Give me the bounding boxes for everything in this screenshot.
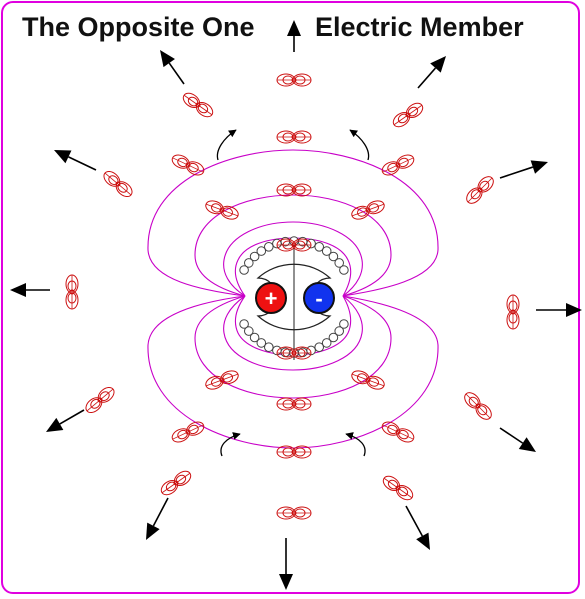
- curved-arrow-icon: [217, 130, 236, 160]
- dipole-icon: [204, 369, 240, 392]
- ring-bead: [290, 237, 299, 246]
- arrow-icon: [279, 574, 293, 590]
- arrow-shaft: [500, 428, 523, 443]
- dipole-icon: [277, 398, 311, 410]
- arrow-icon: [146, 523, 160, 540]
- curved-arrow-icon: [350, 130, 369, 160]
- dipole-icon: [277, 74, 311, 86]
- dipole-icon: [170, 419, 206, 444]
- dipole-icon: [380, 152, 416, 177]
- ring-bead: [240, 320, 249, 329]
- dipole-icon: [462, 390, 495, 423]
- dipole-icon: [464, 174, 497, 207]
- curved-arrow-icon: [346, 434, 365, 456]
- arrow-shaft: [60, 410, 84, 424]
- arrow-icon: [160, 50, 175, 67]
- dipole-icon: [83, 384, 117, 415]
- curved-arrow-icon: [221, 434, 240, 456]
- ring-bead: [315, 343, 324, 352]
- dipole-icon: [277, 131, 311, 143]
- arrow-icon: [566, 303, 582, 317]
- dipole-icon: [507, 295, 519, 329]
- arrow-shaft: [406, 506, 422, 536]
- arrow-icon: [416, 533, 430, 550]
- arrow-icon: [531, 160, 548, 173]
- positive-charge-label: +: [265, 286, 278, 311]
- ring-bead: [240, 266, 249, 275]
- dipole-icon: [350, 369, 386, 392]
- dipole-icon: [381, 473, 416, 502]
- dipole-icon: [204, 199, 240, 222]
- arrow-shaft: [418, 68, 435, 88]
- arrow-icon: [10, 283, 26, 297]
- dipole-icon: [159, 468, 194, 497]
- dipole-icon: [391, 100, 426, 129]
- arrow-icon: [287, 20, 301, 36]
- arrow-shaft: [169, 63, 184, 84]
- dipole-icon: [277, 507, 311, 519]
- dipole-icon: [350, 199, 386, 222]
- title-right: Electric Member: [315, 12, 524, 43]
- negative-charge-label: -: [315, 286, 322, 311]
- dipole-icon: [66, 275, 78, 309]
- arrow-shaft: [153, 498, 168, 526]
- dipole-icon: [181, 90, 216, 119]
- ring-bead: [315, 243, 324, 252]
- arrow-shaft: [500, 167, 533, 178]
- title-left: The Opposite One: [22, 12, 255, 43]
- arrow-shaft: [68, 157, 96, 170]
- dipole-icon: [101, 168, 135, 199]
- arrow-icon: [46, 418, 63, 432]
- dipole-icon: [380, 419, 416, 444]
- arrow-icon: [519, 437, 536, 452]
- dipole-icon: [170, 152, 206, 177]
- dipole-icon: [277, 184, 311, 196]
